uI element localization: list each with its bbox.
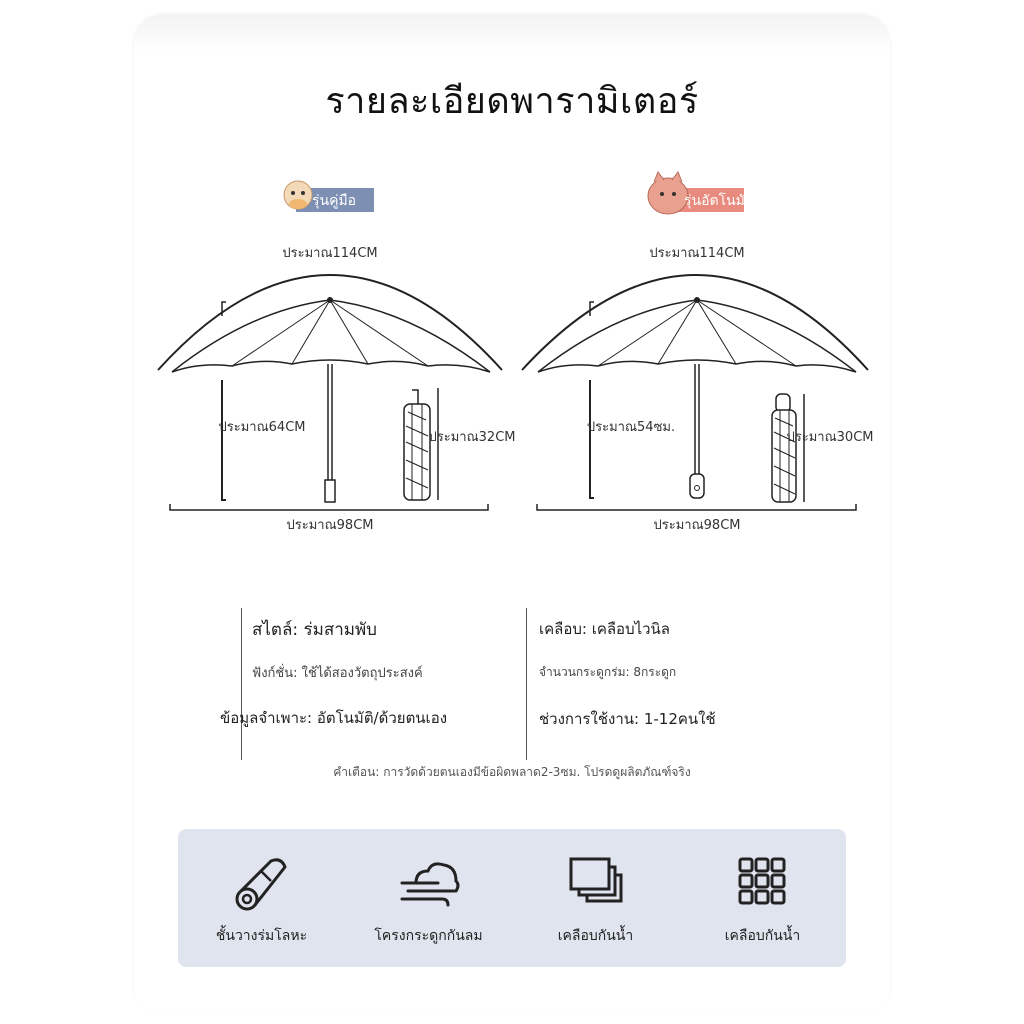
right-folded-umbrella: [771, 393, 797, 503]
feature-label: เคลือบกันน้ำ: [724, 928, 801, 944]
spec-age: ช่วงการใช้งาน: 1-12คนใช้: [539, 710, 716, 728]
wind-cloud-icon: [400, 862, 460, 907]
feature-label: โครงกระดูกกันลม: [374, 928, 483, 944]
left-badge-text: รุ่นคู่มือ: [312, 193, 356, 209]
right-width-label: ประมาณ98CM: [654, 518, 741, 533]
grid-icon: [738, 857, 786, 905]
left-height-label: ประมาณ64CM: [219, 420, 306, 435]
feature-windproof: โครงกระดูกกันลม: [345, 829, 512, 967]
specs-divider-left: [241, 608, 242, 760]
features-panel: ชั้นวางร่มโลหะ โครงกระดูกกันลม เคลือบกัน…: [178, 829, 846, 967]
right-badge: รุ่นอัตโนมัติ: [647, 170, 754, 215]
left-folded-label: ประมาณ32CM: [429, 430, 516, 445]
spec-function: ฟังก์ชั่น: ใช้ได้สองวัตถุประสงค์: [252, 666, 423, 681]
layers-icon: [569, 857, 623, 903]
right-height-label: ประมาณ54ซม.: [587, 420, 675, 435]
left-arc-label: ประมาณ114CM: [282, 246, 377, 261]
metal-rod-icon: [235, 858, 287, 911]
left-badge: รุ่นคู่มือ: [283, 180, 374, 212]
feature-metal-rod: ชั้นวางร่มโลหะ: [178, 829, 345, 967]
right-arc-label: ประมาณ114CM: [649, 246, 744, 261]
spec-style: สไตล์: ร่มสามพับ: [252, 620, 377, 640]
spec-coating: เคลือบ: เคลือบไวนิล: [539, 620, 671, 638]
page-title: รายละเอียดพารามิเตอร์: [325, 81, 699, 122]
left-folded-umbrella: [403, 389, 431, 501]
left-umbrella: รุ่นคู่มือ ประมาณ114CM ประมาณ64CM ประมาณ…: [157, 180, 516, 533]
feature-label: เคลือบกันน้ำ: [557, 928, 634, 944]
feature-coating-1: เคลือบกันน้ำ: [512, 829, 679, 967]
spec-ribs: จำนวนกระดูกร่ม: 8กระดูก: [539, 665, 677, 679]
feature-coating-2: เคลือบกันน้ำ: [679, 829, 846, 967]
spec-details: ข้อมูลจำเพาะ: อัตโนมัติ/ด้วยตนเอง: [220, 709, 448, 727]
right-badge-text: รุ่นอัตโนมัติ: [684, 192, 754, 209]
specs-divider-right: [526, 608, 527, 760]
feature-label: ชั้นวางร่มโลหะ: [215, 928, 308, 944]
right-umbrella: รุ่นอัตโนมัติ ประมาณ114CM ประมาณ54ซม. ปร…: [521, 170, 874, 533]
measurement-note: คำเตือน: การวัดด้วยตนเองมีข้อผิดพลาด2-3ซ…: [333, 765, 691, 779]
right-folded-label: ประมาณ30CM: [787, 430, 874, 445]
left-width-label: ประมาณ98CM: [287, 518, 374, 533]
